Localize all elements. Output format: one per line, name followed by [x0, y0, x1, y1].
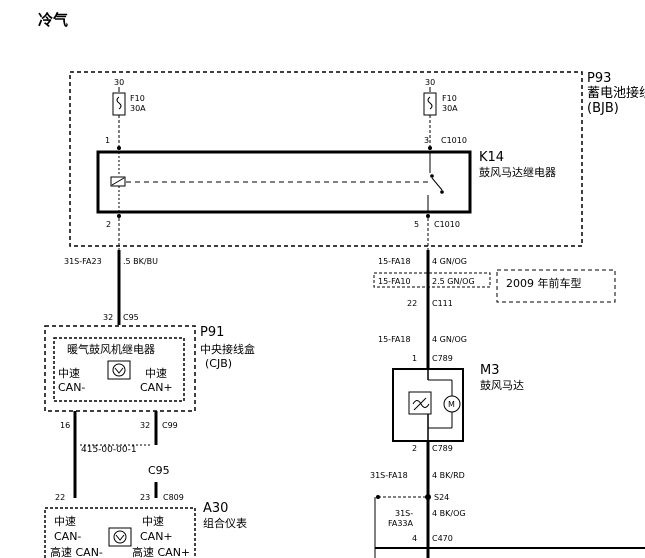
c111-conn: C111: [432, 299, 453, 308]
relay-conn-top: C1010: [441, 136, 467, 145]
fuse-left: 30 F10 30A: [112, 78, 146, 148]
splice-dot: [425, 494, 431, 500]
motor-conn-bottom: C789: [432, 444, 453, 453]
module-icon: [107, 360, 131, 380]
wire-right-circuit-2: 15-FA10: [378, 277, 411, 286]
bjb-id: P93: [587, 71, 611, 86]
relay-name: 鼓风马达继电器: [479, 165, 556, 179]
wire-right-spec-3: 4 GN/OG: [432, 335, 467, 344]
cjb-right-can: CAN+: [140, 381, 173, 394]
wire-right-circuit-3: 15-FA18: [378, 335, 411, 344]
cluster-box: [44, 507, 196, 558]
wire-right-circuit-1: 15-FA18: [378, 257, 411, 266]
splice-id: S24: [434, 493, 449, 502]
cluster-id: A30: [203, 501, 228, 516]
fuse-icon: [116, 96, 122, 110]
motor-symbol: M: [448, 400, 455, 409]
wire-right-spec-4: 4 BK/RD: [432, 471, 465, 480]
wire-right-circuit-4: 31S-FA18: [370, 471, 408, 480]
bus-label: 415-00-00-1: [81, 445, 137, 455]
cjb-box: [44, 325, 196, 412]
fuse-right-top: 30: [425, 78, 435, 87]
motor-pin-bottom: 2: [412, 444, 417, 453]
bjb-abbr: (BJB): [587, 101, 619, 116]
wire-right-circuit-5a: 31S-: [395, 509, 413, 518]
cjb-abbr: (CJB): [205, 357, 232, 370]
fuse-left-top: 30: [114, 78, 124, 87]
note-text: 2009 年前车型: [506, 276, 582, 290]
bjb-box: [69, 71, 583, 247]
cluster-left-hs: 高速 CAN-: [50, 545, 103, 558]
relay-pin-1: 1: [105, 136, 110, 145]
bottom-conn: C470: [432, 534, 453, 543]
cjb-left-can: CAN-: [58, 381, 85, 394]
relay-pin-3: 3: [424, 136, 429, 145]
relay-conn-bottom: C1010: [434, 220, 460, 229]
cjb-pin-bl: 16: [60, 421, 70, 430]
cjb-top-conn: C95: [123, 313, 139, 322]
bus-conn: C95: [148, 464, 170, 477]
relay-pin-5: 5: [414, 220, 419, 229]
cjb-left-speed: 中速: [58, 367, 80, 380]
motor-conn-top: C789: [432, 354, 453, 363]
c111-pin: 22: [407, 299, 417, 308]
fuse-left-rating: 30A: [130, 104, 146, 113]
wire-left-spec: .5 BK/BU: [123, 257, 158, 266]
motor-pin-top: 1: [412, 354, 417, 363]
motor-name: 鼓风马达: [480, 378, 524, 392]
note-box: [496, 269, 616, 303]
motor-id: M3: [480, 363, 500, 378]
cluster-right-speed: 中速: [142, 515, 164, 528]
cluster-name: 组合仪表: [203, 516, 247, 530]
cjb-pin-br: 32: [140, 421, 150, 430]
cluster-left-can: CAN-: [54, 530, 81, 543]
fuse-icon: [427, 96, 433, 110]
fuse-right-id: F10: [442, 94, 457, 103]
fuse-right: 30 F10 30A: [423, 78, 458, 148]
cluster-pin-l: 22: [55, 493, 65, 502]
bjb-name: 蓄电池接线盒: [587, 85, 645, 101]
cluster-left-speed: 中速: [54, 515, 76, 528]
wire-right-spec-1: 4 GN/OG: [432, 257, 467, 266]
fuse-right-rating: 30A: [442, 104, 458, 113]
bottom-pin: 4: [412, 534, 417, 543]
cjb-id: P91: [200, 325, 224, 340]
cluster-pin-r: 23: [140, 493, 150, 502]
cjb-top-pin: 32: [103, 313, 113, 322]
cluster-right-can: CAN+: [140, 530, 173, 543]
wire-right-spec-5: 4 BK/OG: [432, 509, 466, 518]
module-icon: [108, 527, 132, 547]
option-box: [373, 272, 491, 288]
cjb-name: 中央接线盒: [200, 342, 255, 356]
cjb-right-speed: 中速: [145, 367, 167, 380]
wire-left-circuit: 31S-FA23: [64, 257, 102, 266]
cluster-right-hs: 高速 CAN+: [132, 545, 190, 558]
relay-switch-icon: [431, 177, 443, 191]
relay-pin-2: 2: [106, 220, 111, 229]
cjb-inner-label: 暖气鼓风机继电器: [67, 342, 155, 356]
wire-right-spec-2: 2.5 GN/OG: [432, 277, 475, 286]
cjb-relay-box: [53, 337, 185, 402]
relay-k14-box: [96, 150, 472, 214]
page-title: 冷气: [38, 11, 68, 29]
fuse-left-id: F10: [130, 94, 145, 103]
wire-right-circuit-5b: FA33A: [388, 519, 414, 528]
cjb-conn-br: C99: [162, 421, 178, 430]
relay-id: K14: [479, 150, 504, 165]
cluster-conn-r: C809: [163, 493, 184, 502]
